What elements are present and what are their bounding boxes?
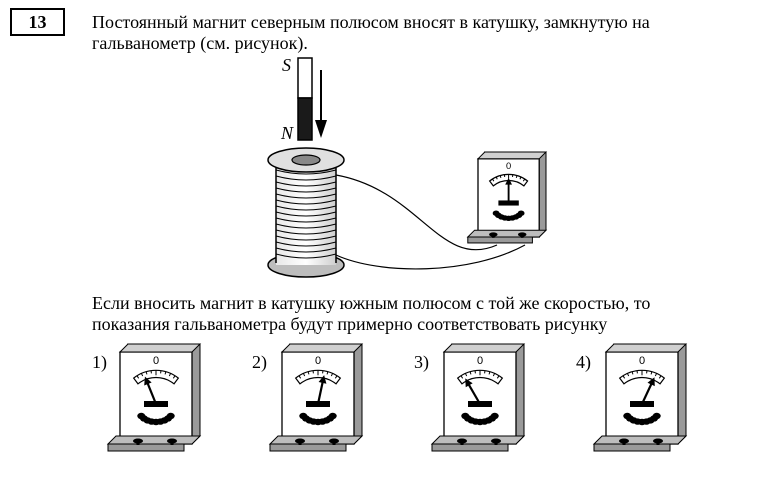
needle-icon: [144, 376, 158, 405]
follow-line-2: показания гальванометра будут примерно с…: [92, 314, 608, 334]
terminal-icon: [457, 438, 467, 445]
terminal-icon: [167, 438, 177, 445]
scale: [456, 369, 504, 385]
scale-zero-label: 0: [639, 355, 645, 367]
needle-icon: [465, 378, 481, 405]
question-text: Постоянный магнит северным полюсом внося…: [92, 12, 738, 54]
meter-base-arc: [623, 412, 661, 426]
coil-windings: [275, 169, 337, 259]
arrow-down-icon: [315, 70, 327, 138]
option-3-label: 3): [414, 352, 429, 372]
option-4-label: 4): [576, 352, 591, 372]
needle-icon: [505, 177, 512, 203]
follow-line-1: Если вносить магнит в катушку южным полю…: [92, 293, 651, 313]
terminal-icon: [619, 438, 629, 445]
terminal-icon: [517, 232, 527, 238]
scale-zero-label: 0: [477, 355, 483, 367]
scale-zero-label: 0: [315, 355, 321, 367]
terminal-icon: [491, 438, 501, 445]
scale-zero-label: 0: [506, 161, 511, 171]
needle-icon: [641, 377, 655, 405]
option-3-galvanometer: 0: [430, 343, 526, 452]
option-1-galvanometer: 0: [106, 343, 202, 452]
scale: [618, 369, 666, 385]
meter-base-arc: [492, 210, 525, 222]
option-4-galvanometer: 0: [592, 343, 688, 452]
magnet: S N: [280, 55, 313, 143]
task-number: 13: [10, 8, 65, 36]
question-line-1: Постоянный магнит северным полюсом внося…: [92, 12, 650, 32]
question-line-2: гальванометр (см. рисунок).: [92, 33, 308, 53]
meter-base-arc: [461, 412, 499, 426]
terminal-icon: [489, 232, 498, 238]
wires: [335, 174, 526, 270]
terminal-icon: [329, 438, 339, 445]
option-1-label: 1): [92, 352, 107, 372]
option-2-label: 2): [252, 352, 267, 372]
scale: [294, 369, 342, 385]
option-2-galvanometer: 0: [268, 343, 364, 452]
magnet-label-n: N: [280, 123, 294, 143]
galvanometer: 0: [466, 151, 548, 244]
terminal-icon: [133, 438, 143, 445]
follow-text: Если вносить магнит в катушку южным полю…: [92, 293, 738, 335]
needle-icon: [316, 375, 327, 405]
magnet-label-s: S: [282, 55, 291, 75]
meter-base-arc: [137, 412, 175, 426]
terminal-icon: [295, 438, 305, 445]
meter-base-arc: [299, 412, 337, 426]
terminal-icon: [653, 438, 663, 445]
coil: [267, 147, 345, 278]
scale-zero-label: 0: [153, 355, 159, 367]
